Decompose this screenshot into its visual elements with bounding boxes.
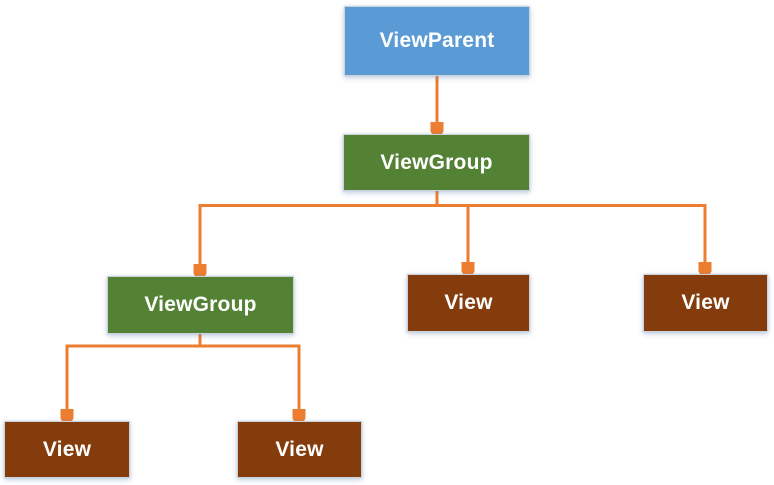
node-viewgroup-left: ViewGroup <box>107 276 294 334</box>
node-view-middle: View <box>407 274 530 332</box>
node-view-bottom-mid-label: View <box>275 437 324 461</box>
node-viewparent: ViewParent <box>344 6 530 76</box>
node-view-bottom-left: View <box>4 421 130 478</box>
node-viewparent-label: ViewParent <box>379 29 495 52</box>
node-viewgroup-top-label: ViewGroup <box>380 150 493 174</box>
node-viewgroup-top: ViewGroup <box>343 134 530 191</box>
node-view-right: View <box>643 274 768 332</box>
node-view-bottom-left-label: View <box>42 437 92 461</box>
node-view-right-label: View <box>681 291 730 314</box>
node-view-bottom-mid: View <box>237 421 362 478</box>
node-viewgroup-left-label: ViewGroup <box>144 293 257 316</box>
node-view-middle-label: View <box>444 291 493 314</box>
